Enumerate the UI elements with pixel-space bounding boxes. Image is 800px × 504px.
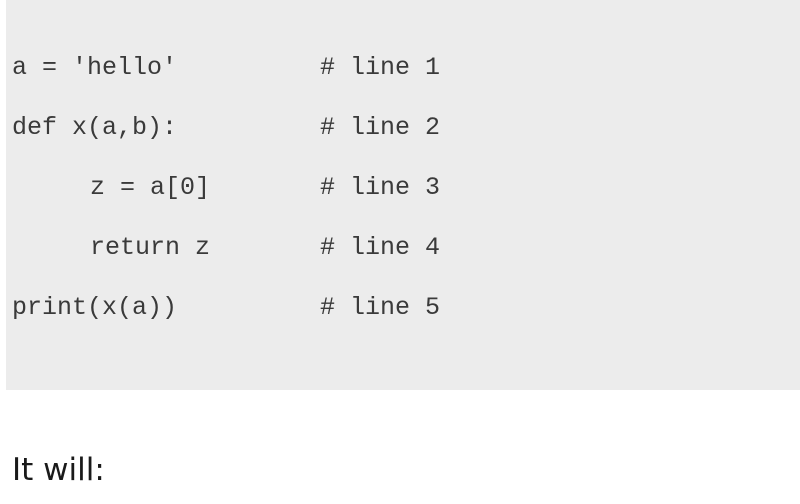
code-comment: # line 1 (320, 53, 441, 82)
code-line-5: print(x(a)) # line 5 (12, 288, 612, 328)
code-block: a = 'hello' # line 1 def x(a,b): # line … (6, 0, 800, 390)
code-comment: # line 5 (320, 293, 441, 322)
prose-text: It will: (12, 452, 105, 488)
code-comment: # line 2 (320, 113, 441, 142)
code-line-2: def x(a,b): # line 2 (12, 108, 612, 148)
code-text: a = 'hello' (12, 53, 178, 82)
code-text: return z (90, 233, 211, 262)
code-comment: # line 3 (320, 173, 441, 202)
code-text: def x(a,b): (12, 113, 178, 142)
code-line-1: a = 'hello' # line 1 (12, 48, 612, 88)
code-comment: # line 4 (320, 233, 441, 262)
code-line-3: z = a[0] # line 3 (12, 168, 612, 208)
code-text: print(x(a)) (12, 293, 178, 322)
code-text: z = a[0] (90, 173, 211, 202)
code-line-4: return z # line 4 (12, 228, 612, 268)
